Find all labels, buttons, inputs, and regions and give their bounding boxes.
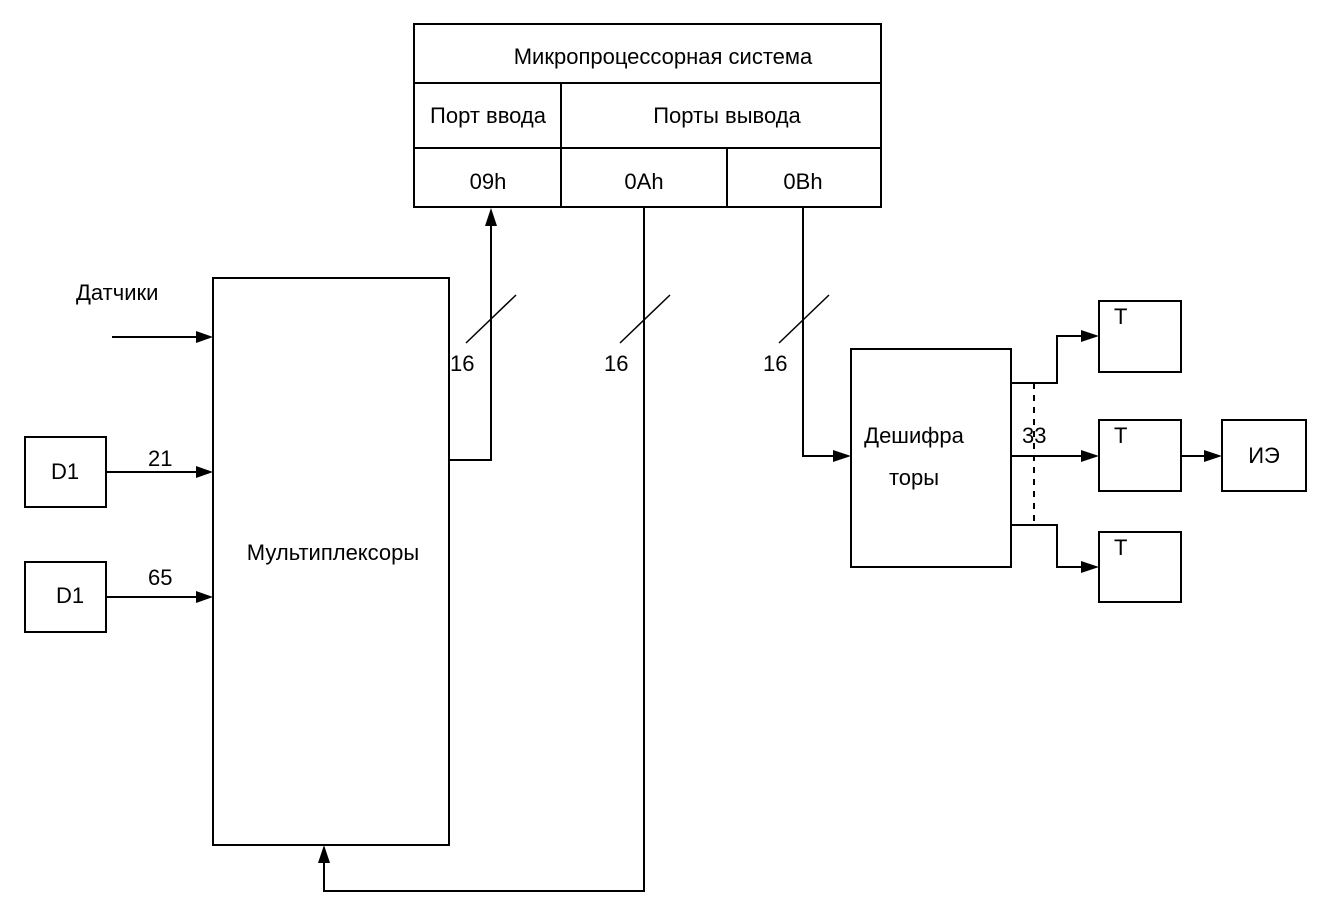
sensor-line-count-1: 21 (148, 446, 172, 471)
port-0ah-label: 0Ah (624, 169, 663, 194)
multiplexers-label: Мультиплексоры (247, 540, 419, 565)
decoder-output-line-3 (1011, 524, 1082, 568)
decoder-bus-line (802, 207, 834, 457)
multiplexers-block (212, 277, 450, 846)
input-bus-width: 16 (450, 351, 474, 376)
input-bus-arrow (485, 208, 497, 226)
sensor-d1-block-2 (24, 561, 107, 633)
sensors-label: Датчики (76, 280, 158, 305)
trigger-block-2 (1098, 419, 1182, 492)
actuator-block (1221, 419, 1307, 492)
sensor-d1-label-1: D1 (51, 459, 79, 484)
select-bus-tick (619, 294, 671, 344)
decoder-bus-arrow (833, 450, 851, 462)
decoders-block (850, 348, 1012, 568)
select-bus-line (323, 207, 645, 892)
input-bus-tick (465, 294, 517, 344)
sensor-d1-block-1 (24, 436, 107, 508)
microprocessor-system: Микропроцессорная система Порт ввода Пор… (413, 23, 882, 208)
port-09h-label: 09h (470, 169, 507, 194)
mps-title: Микропроцессорная система (514, 44, 813, 69)
sensor-line-count-2: 65 (148, 565, 172, 590)
decoder-output-arrow-3 (1081, 561, 1099, 573)
sensor-arrow-2 (196, 591, 213, 603)
sensor-d1-label-2: D1 (56, 583, 84, 608)
select-bus-width: 16 (604, 351, 628, 376)
trigger-block-1 (1098, 300, 1182, 373)
decoder-bus-tick (778, 294, 830, 344)
port-0bh-label: 0Bh (783, 169, 822, 194)
decoder-output-arrow-1 (1081, 330, 1099, 342)
trigger-block-3 (1098, 531, 1182, 603)
trigger-label-1: Т (1114, 304, 1127, 329)
actuator-arrow (1204, 450, 1222, 462)
sensors-arrow (196, 331, 213, 343)
mps-frame (413, 23, 882, 208)
actuator-label: ИЭ (1248, 443, 1280, 468)
decoders-label-line1: Дешифра (864, 423, 964, 448)
trigger-label-2: Т (1114, 423, 1127, 448)
sensor-arrow-1 (196, 466, 213, 478)
output-ports-label: Порты вывода (653, 103, 801, 128)
input-port-label: Порт ввода (430, 103, 547, 128)
trigger-label-3: Т (1114, 535, 1127, 560)
decoder-output-arrow-2 (1081, 450, 1099, 462)
select-bus-arrow (318, 845, 330, 863)
decoders-label-line2: торы (889, 465, 939, 490)
input-bus-line (449, 226, 492, 461)
decoder-bus-width: 16 (763, 351, 787, 376)
decoder-output-line-1 (1011, 335, 1082, 384)
